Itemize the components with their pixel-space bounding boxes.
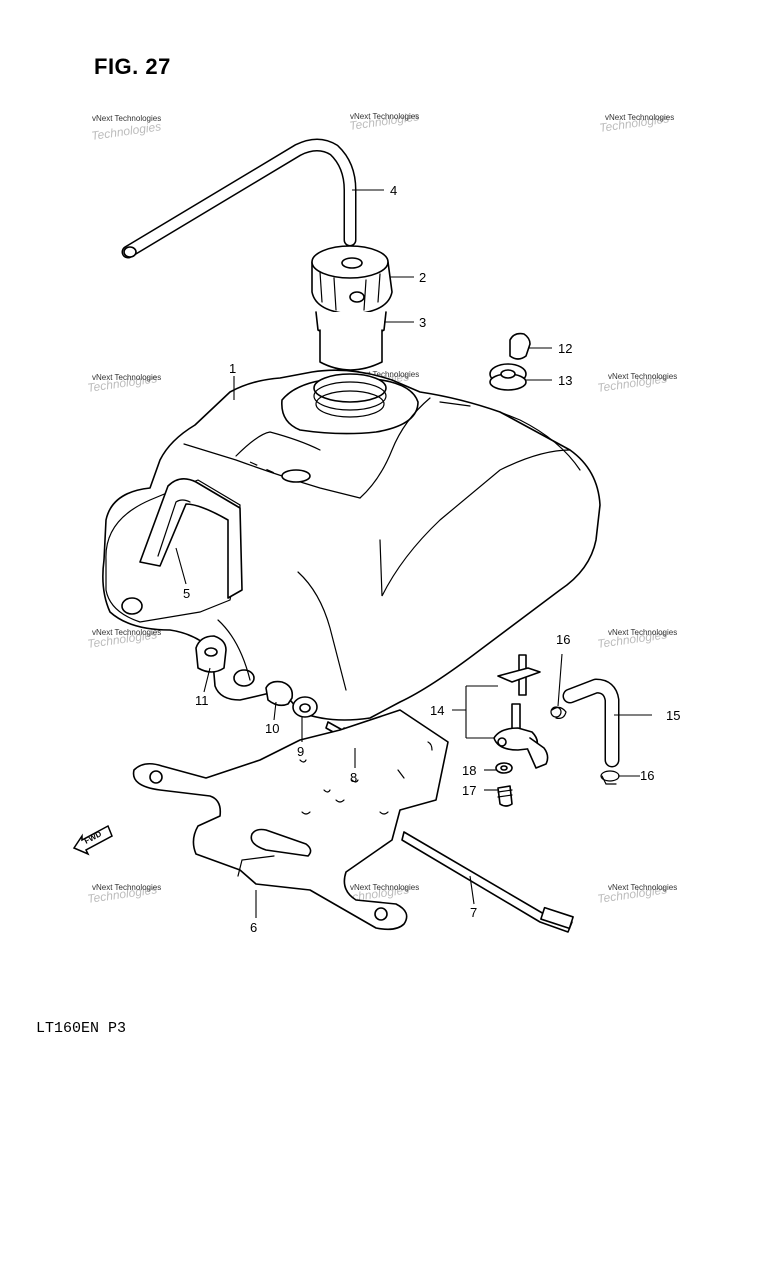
callout-labels: 4 2 3 1 5 12 13 11 10 9 8 14 16 15 16 18… — [183, 183, 680, 935]
model-code: LT160EN P3 — [36, 1020, 127, 1037]
svg-text:vNext Technologies: vNext Technologies — [92, 373, 161, 382]
svg-text:vNext Technologies: vNext Technologies — [92, 114, 161, 123]
fuel-hose-15 — [562, 678, 620, 768]
screw-17 — [497, 785, 513, 807]
callout-18: 18 — [462, 763, 476, 778]
callout-4: 4 — [390, 183, 397, 198]
svg-text:vNext Technologies: vNext Technologies — [605, 113, 674, 122]
cap-12 — [509, 332, 531, 360]
callout-16b: 16 — [640, 768, 654, 783]
strap-7 — [401, 831, 574, 933]
callout-8: 8 — [350, 770, 357, 785]
fwd-arrow-icon: FWD — [72, 824, 113, 856]
filler-neck — [315, 311, 387, 371]
watermark: Technologies vNext Technologies — [86, 371, 161, 395]
fuel-cap — [311, 245, 393, 315]
grommet-13 — [489, 363, 527, 391]
tank-guard — [139, 478, 243, 599]
callout-15: 15 — [666, 708, 680, 723]
callout-3: 3 — [419, 315, 426, 330]
callout-6: 6 — [250, 920, 257, 935]
figure-title: FIG. 27 — [94, 54, 171, 79]
callout-9: 9 — [297, 744, 304, 759]
clip-16a — [550, 706, 567, 719]
callout-14: 14 — [430, 703, 444, 718]
svg-text:vNext Technologies: vNext Technologies — [350, 883, 419, 892]
callout-10: 10 — [265, 721, 279, 736]
washer-9 — [292, 696, 318, 718]
clip-16b — [600, 770, 620, 785]
callout-13: 13 — [558, 373, 572, 388]
leader-lines — [175, 189, 652, 918]
callout-12: 12 — [558, 341, 572, 356]
cushion-11 — [195, 635, 227, 673]
svg-text:vNext Technologies: vNext Technologies — [92, 883, 161, 892]
collar-10 — [265, 680, 294, 707]
svg-text:vNext Technologies: vNext Technologies — [92, 628, 161, 637]
callout-16a: 16 — [556, 632, 570, 647]
watermark: Technologies vNext Technologies — [596, 882, 677, 906]
mounting-plate-6 — [132, 709, 449, 931]
watermark: Technologies vNext Technologies — [348, 109, 420, 133]
watermark: Technologies vNext Technologies — [90, 114, 162, 143]
callout-5: 5 — [183, 586, 190, 601]
watermark: Technologies vNext Technologies — [598, 111, 674, 135]
watermark: Technologies vNext Technologies — [86, 882, 161, 906]
watermark: Technologies vNext Technologies — [596, 371, 677, 395]
callout-2: 2 — [419, 270, 426, 285]
breather-hose — [121, 138, 357, 259]
svg-text:vNext Technologies: vNext Technologies — [350, 112, 419, 121]
watermark: Technologies vNext Technologies — [86, 627, 161, 651]
watermark: Technologies vNext Technologies — [596, 627, 677, 651]
callout-7: 7 — [470, 905, 477, 920]
callout-1: 1 — [229, 361, 236, 376]
svg-text:vNext Technologies: vNext Technologies — [608, 628, 677, 637]
svg-text:vNext Technologies: vNext Technologies — [350, 370, 419, 379]
svg-text:vNext Technologies: vNext Technologies — [608, 372, 677, 381]
callout-11: 11 — [195, 693, 209, 708]
callout-17: 17 — [462, 783, 476, 798]
washer-18 — [495, 762, 513, 774]
fuel-cock-14 — [493, 654, 549, 769]
svg-text:vNext Technologies: vNext Technologies — [608, 883, 677, 892]
